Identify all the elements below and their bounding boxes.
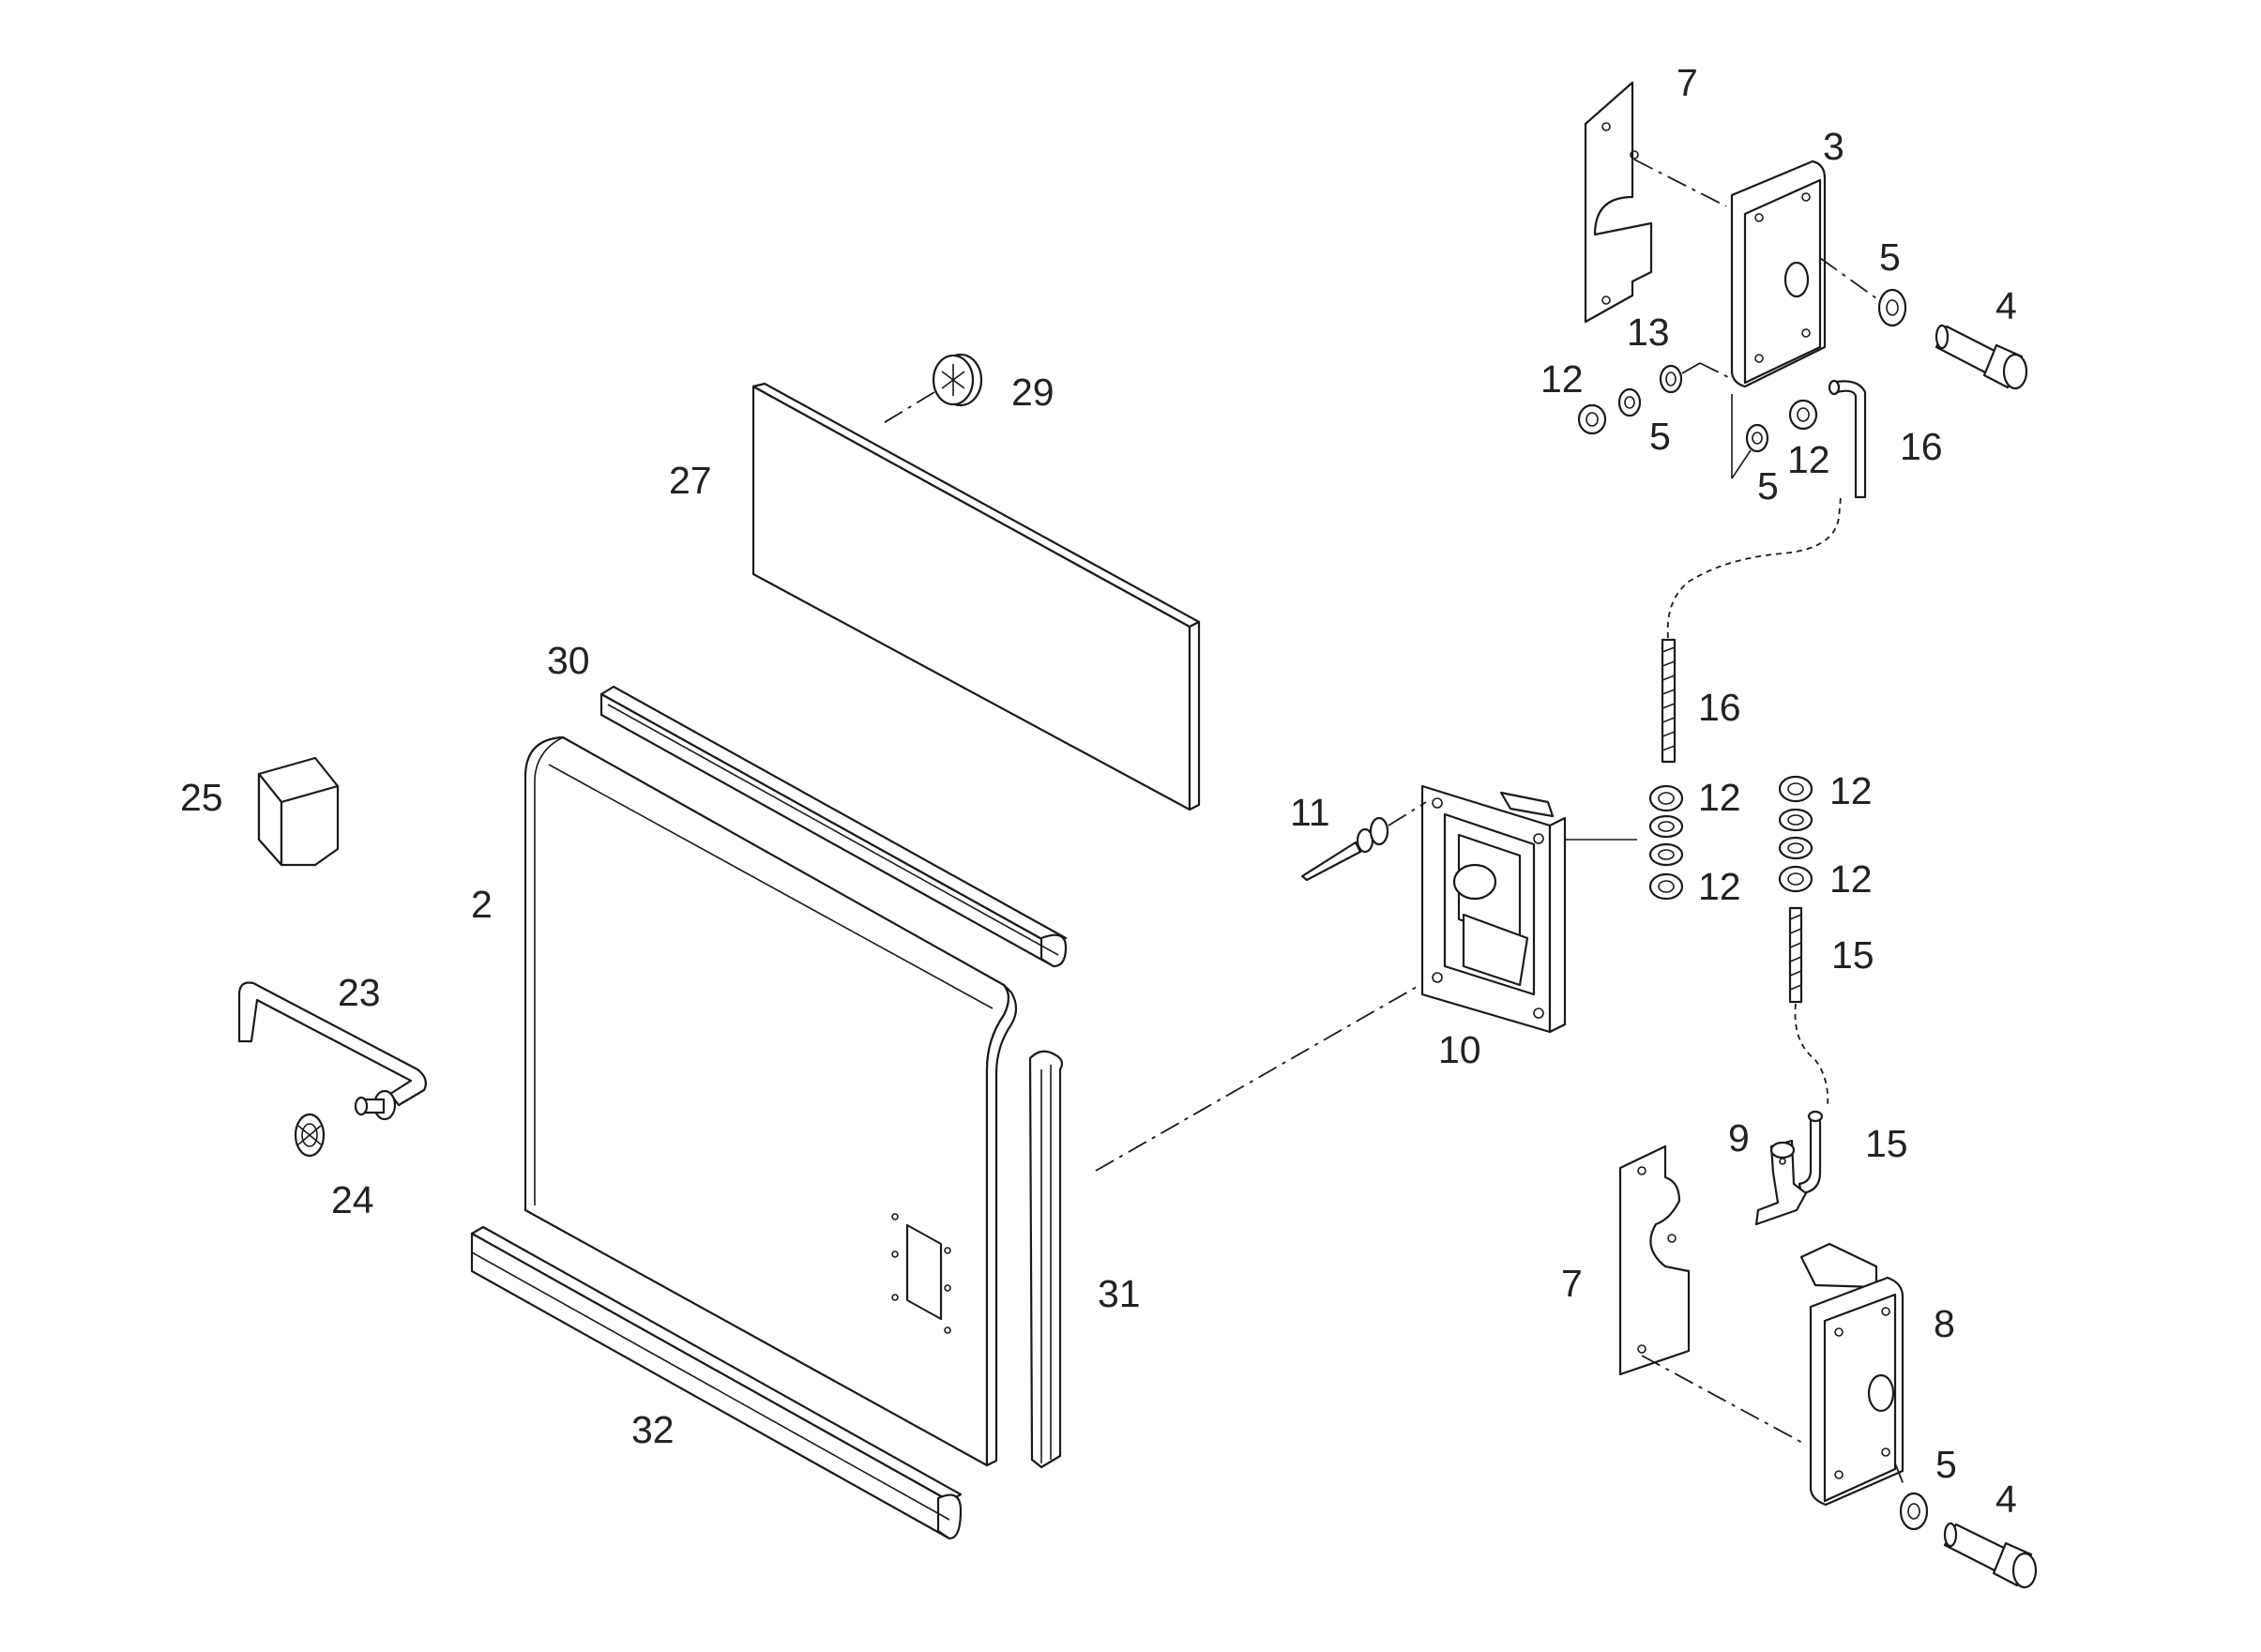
label-30: 30: [547, 639, 590, 682]
label-11: 11: [1290, 791, 1330, 834]
label-3: 3: [1823, 125, 1844, 168]
label-10: 10: [1438, 1028, 1481, 1071]
label-5-top-left: 5: [1649, 415, 1671, 458]
part-5-washer-bottom: [1899, 1492, 1929, 1531]
label-12-c: 12: [1829, 769, 1873, 812]
label-5-top-mid: 5: [1757, 464, 1779, 508]
part-15-bent-rod: [1798, 1110, 1824, 1195]
label-4-bottom: 4: [1995, 1478, 2017, 1521]
label-23: 23: [338, 971, 381, 1014]
part-9-bracket: [1754, 1139, 1808, 1226]
part-13-bushing: [1659, 362, 1729, 394]
part-5-washer-top-left: [1617, 387, 1642, 417]
part-5-washer-top-mid: [1731, 394, 1769, 479]
part-32-seal-bottom: [470, 1225, 963, 1540]
label-8: 8: [1934, 1302, 1955, 1345]
label-29: 29: [1011, 371, 1055, 414]
part-12-nuts-right-stack: [1778, 775, 1813, 893]
label-12-a: 12: [1698, 776, 1741, 819]
label-7-top: 7: [1677, 61, 1698, 104]
label-7-bottom: 7: [1561, 1262, 1583, 1305]
part-12-nuts-left-stack: [1648, 784, 1684, 901]
assembly-line-door-lock: [1095, 986, 1418, 1172]
part-31-seal-vertical: [1028, 1050, 1064, 1469]
label-27: 27: [669, 459, 712, 502]
label-4-top: 4: [1995, 284, 2017, 327]
label-5-bottom: 5: [1935, 1443, 1957, 1486]
label-31: 31: [1098, 1272, 1141, 1315]
label-12-top-mid: 12: [1787, 438, 1830, 481]
part-11-screw: [1300, 801, 1427, 882]
label-15-bend: 15: [1865, 1122, 1908, 1165]
part-4-screw-bottom: [1943, 1522, 2038, 1589]
part-25-block: [257, 756, 340, 867]
part-27-panel: [751, 382, 1201, 811]
label-32: 32: [631, 1408, 675, 1451]
part-30-seal-top: [599, 685, 1068, 968]
part-12-nut-top-mid: [1788, 399, 1818, 431]
label-5-top-right: 5: [1879, 235, 1901, 279]
label-16-bend: 16: [1900, 425, 1943, 468]
part-12-nut-top-left: [1577, 403, 1607, 435]
part-4-screw-top: [1935, 324, 2028, 390]
part-2-door: [524, 735, 1018, 1467]
label-9: 9: [1728, 1116, 1750, 1159]
callout-labels: 2 3 4 4 5 5 5 5 7 7 8 9 10 11 12 12 12 1…: [180, 61, 2017, 1521]
part-7-plate-bottom: [1618, 1144, 1807, 1446]
part-10-latch-lock: [1420, 784, 1637, 1034]
part-16-threaded-rod: [1661, 496, 1842, 764]
label-24: 24: [331, 1178, 374, 1221]
label-25: 25: [180, 776, 223, 819]
label-12-top-left: 12: [1540, 357, 1584, 401]
part-5-washer-top: [1877, 288, 1907, 327]
label-12-d: 12: [1829, 857, 1873, 901]
part-29-plug: [881, 353, 983, 425]
label-13: 13: [1627, 311, 1670, 354]
label-16-rod: 16: [1698, 686, 1741, 729]
part-8-hinge-bottom: [1799, 1242, 1905, 1507]
part-7-plate-top: [1584, 81, 1727, 324]
part-15-threaded-rod: [1788, 906, 1829, 1108]
label-15-rod: 15: [1831, 933, 1874, 977]
part-23-bent-rod: [237, 981, 427, 1121]
label-2: 2: [471, 883, 493, 926]
part-16-bent-rod: [1828, 379, 1867, 499]
part-24-washer: [294, 1113, 326, 1158]
label-12-b: 12: [1698, 865, 1741, 908]
part-3-hinge-top: [1730, 159, 1877, 388]
